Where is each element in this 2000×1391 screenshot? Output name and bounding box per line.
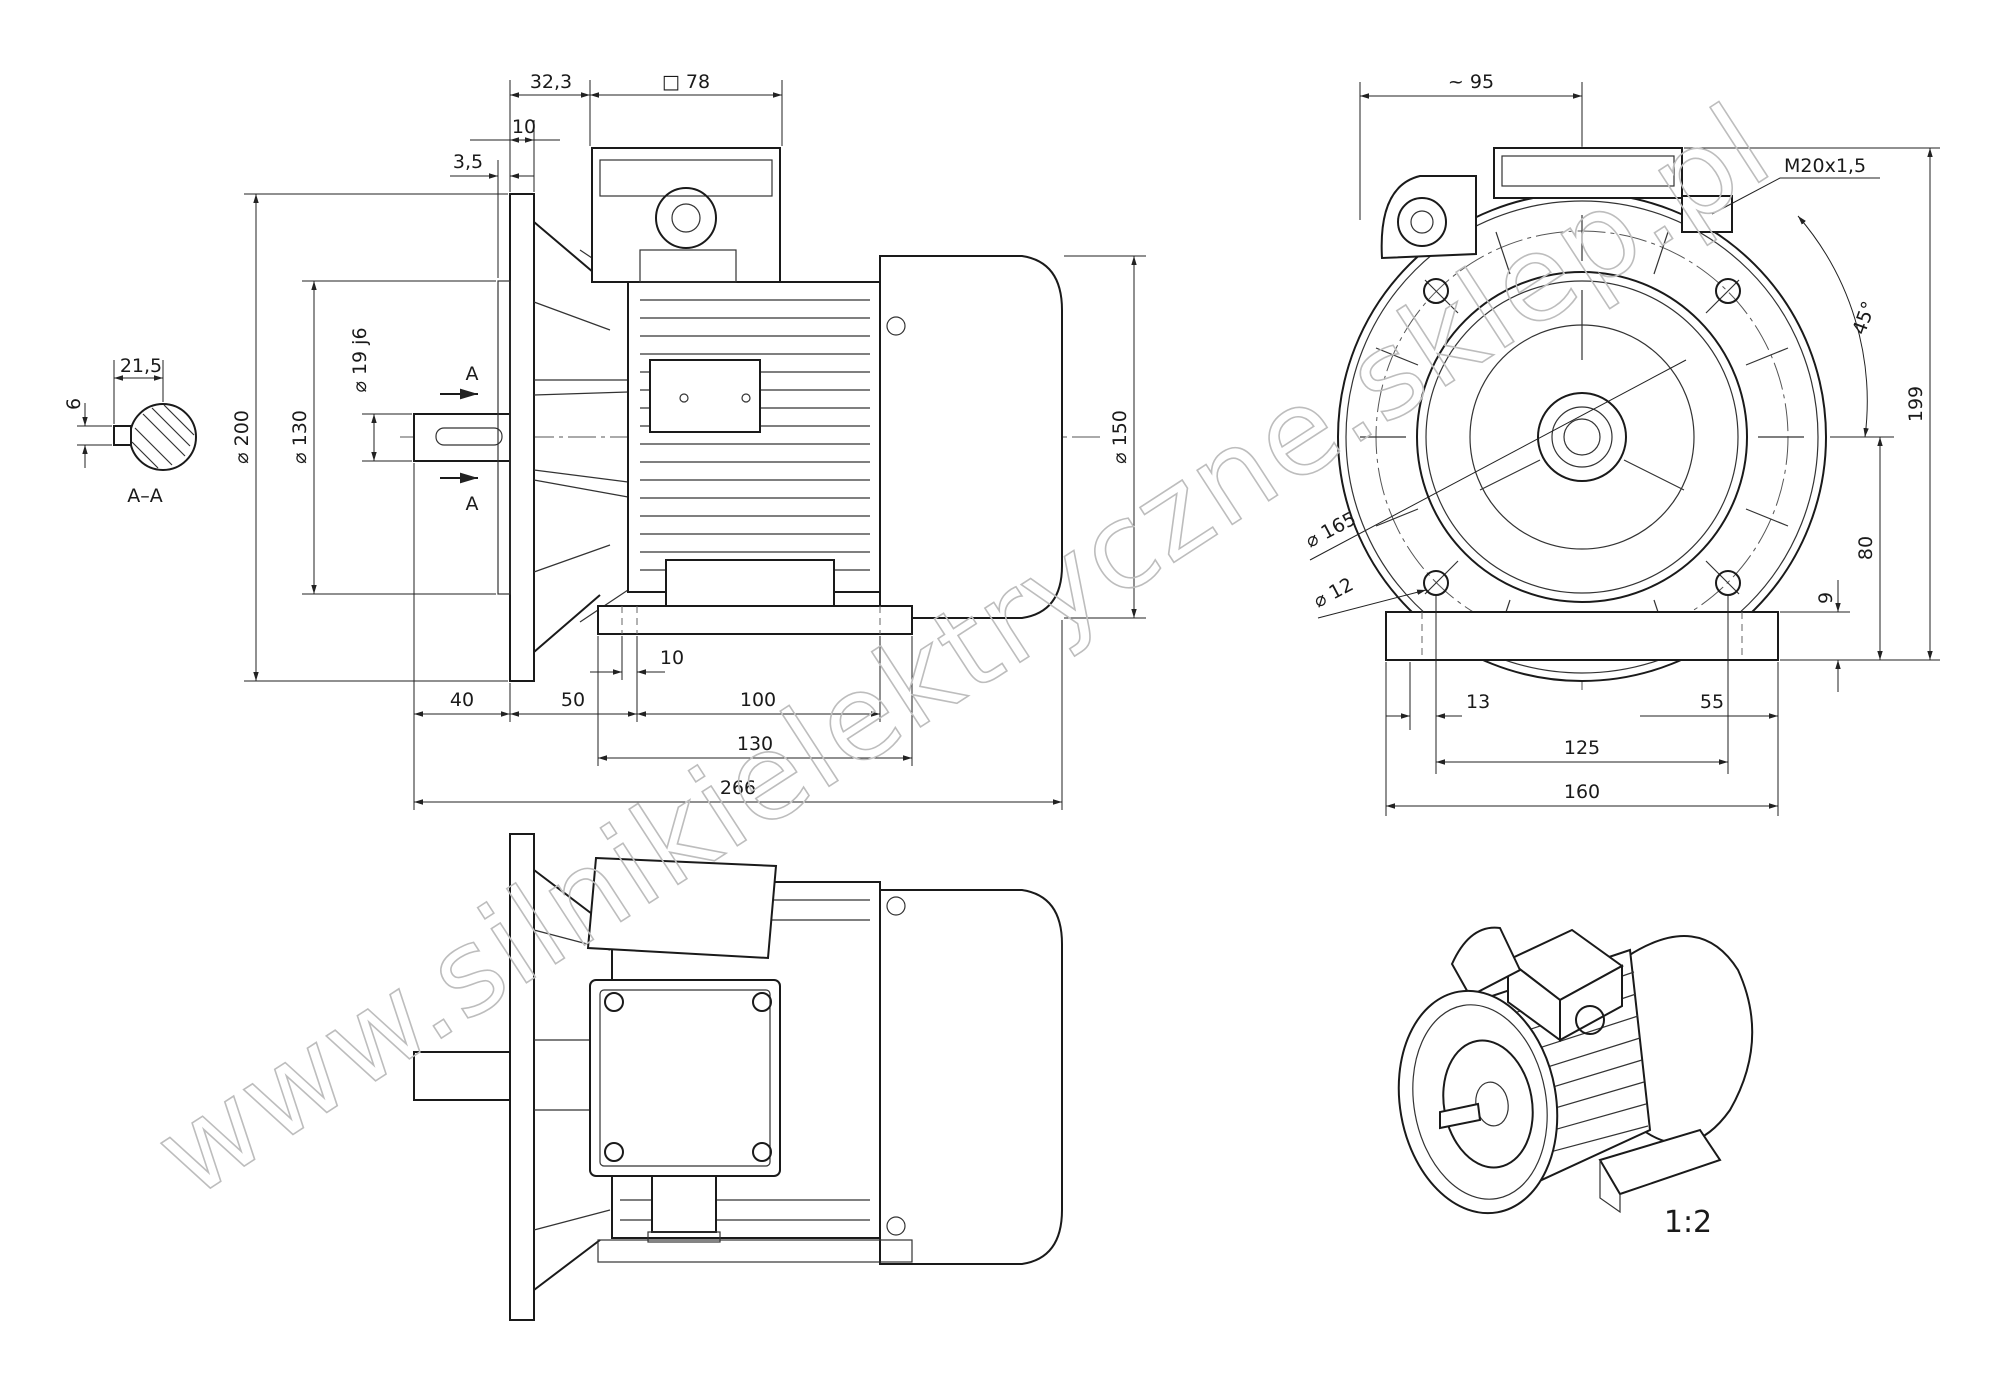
top-view <box>413 833 1063 1321</box>
angle-dim: 45° <box>1848 298 1880 337</box>
front-view: ~ 95 M20x1,5 45° 199 80 9 ⌀ 165 ⌀ 12 13 … <box>1302 71 1940 816</box>
hole-dia-dim: ⌀ 12 <box>1310 573 1357 612</box>
section-a-a: 6 21,5 A–A <box>63 355 197 507</box>
foot-thickness-dim: 9 <box>1815 592 1837 604</box>
total-len-dim: 266 <box>720 777 756 799</box>
foot-gap-dim: 10 <box>660 647 684 669</box>
foot-half-dim: 55 <box>1700 691 1724 713</box>
foot-holes-dim: 100 <box>740 689 776 711</box>
shaft-height-dim: 21,5 <box>120 355 162 377</box>
holes-span-dim: 125 <box>1564 737 1600 759</box>
foot-width-dim: 160 <box>1564 781 1600 803</box>
shaft-dia-dim: ⌀ 19 j6 <box>349 327 371 392</box>
box-size-dim: □ 78 <box>662 71 710 93</box>
box-width-dim: ~ 95 <box>1448 71 1494 93</box>
foot-len-dim: 130 <box>737 733 773 755</box>
cut-mark-a-bottom: A <box>466 493 479 515</box>
body-dia-dim: ⌀ 150 <box>1109 410 1131 464</box>
section-label: A–A <box>127 485 163 507</box>
spigot-dia-dim: ⌀ 130 <box>289 410 311 464</box>
gland-dim: M20x1,5 <box>1784 155 1866 177</box>
flange-width-dim: 3,5 <box>453 151 483 173</box>
side-view: A A 32,3 □ 78 10 3,5 ⌀ 200 ⌀ 130 ⌀ 19 j6 <box>231 71 1146 810</box>
flange-offset-dim: 10 <box>512 116 536 138</box>
foot-edge-dim: 13 <box>1466 691 1490 713</box>
shaft-height-front-dim: 80 <box>1855 536 1877 560</box>
pcd-dim: ⌀ 165 <box>1302 508 1360 553</box>
box-offset-dim: 32,3 <box>530 71 572 93</box>
flange-dia-dim: ⌀ 200 <box>231 410 253 464</box>
key-height-dim: 6 <box>63 398 85 410</box>
shaft-len-dim: 40 <box>450 689 474 711</box>
iso-scale: 1:2 <box>1664 1205 1712 1240</box>
isometric-view: 1:2 <box>1397 926 1754 1240</box>
total-height-dim: 199 <box>1905 386 1927 422</box>
cut-mark-a-top: A <box>466 363 479 385</box>
flange-to-foot-dim: 50 <box>561 689 585 711</box>
